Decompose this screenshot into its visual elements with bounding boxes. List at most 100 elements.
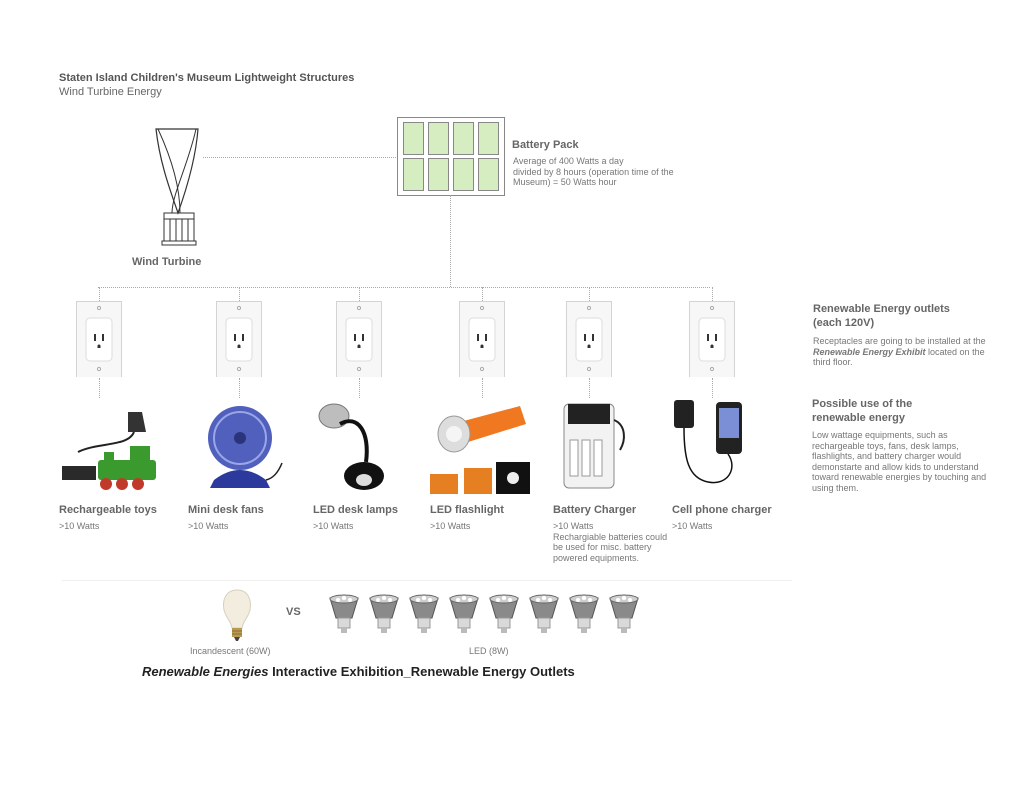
- outlets-info-text: located on the: [925, 346, 985, 357]
- use-info-heading: Possible use of the: [812, 398, 913, 410]
- desk-lamp-icon: [318, 402, 398, 502]
- connector-line: [99, 378, 100, 398]
- led-bulb-icon: [489, 594, 519, 633]
- led-bulb-icon: [449, 594, 479, 633]
- flashlight-icon: [430, 400, 530, 500]
- phone-charger-icon: [668, 398, 758, 498]
- outlets-info-heading: (each 120V): [813, 317, 875, 329]
- wind-turbine-icon: [155, 128, 199, 246]
- outlet-icon: [459, 301, 505, 377]
- battery-charger-icon-graphic: [563, 403, 625, 489]
- battery-desc-line: Average of 400 Watts a day: [513, 156, 624, 166]
- divider: [62, 580, 792, 581]
- battery-desc-line: Museum) = 50 Watts hour: [513, 177, 617, 187]
- phone-charger-icon-graphic: [674, 400, 742, 484]
- exhibition-title-emphasis: Renewable Energies: [142, 664, 269, 679]
- page-title: Staten Island Children's Museum Lightwei…: [59, 72, 355, 84]
- outlets-info-body: Receptacles are going to be installed at…: [813, 336, 993, 368]
- connector-line: [99, 287, 100, 301]
- toy-train-icon-graphic: [62, 412, 156, 490]
- device-note: powered equipments.: [553, 552, 640, 563]
- battery-cell: [403, 122, 424, 155]
- connector-line: [482, 378, 483, 398]
- outlet-icon: [566, 301, 612, 377]
- device-wattage: >10 Watts: [313, 521, 353, 532]
- device-name: LED desk lamps: [313, 504, 398, 516]
- turbine-label: Wind Turbine: [132, 256, 202, 268]
- desk-fan-icon-graphic: [208, 406, 283, 488]
- connector-line: [239, 287, 240, 301]
- flashlight-icon-graphic: [430, 406, 530, 494]
- battery-cell: [453, 122, 474, 155]
- use-info-line: flashlights, and battery charger would: [812, 451, 962, 461]
- device-watts-text: >10 Watts: [672, 521, 713, 531]
- device-watts-text: >10 Watts: [188, 521, 229, 531]
- connector-line: [98, 287, 710, 288]
- use-info-line: rechargeable toys, fans, desk lamps,: [812, 440, 959, 451]
- device-wattage: >10 Watts: [188, 521, 228, 532]
- device-wattage: >10 Watts: [672, 521, 712, 532]
- device-wattage: >10 Watts: [430, 521, 470, 532]
- device-name: Cell phone charger: [672, 504, 772, 516]
- battery-cell: [453, 158, 474, 191]
- battery-cell: [428, 158, 449, 191]
- connector-line: [589, 378, 590, 398]
- use-info-line: demonstarte and allow kids to understand: [812, 461, 979, 472]
- outlet-icon: [336, 301, 382, 377]
- battery-title: Battery Pack: [512, 139, 579, 151]
- connector-line: [239, 378, 240, 398]
- outlets-info: Renewable Energy outlets (each 120V) Rec…: [813, 302, 993, 368]
- incandescent-label: Incandescent (60W): [190, 646, 271, 656]
- device-name: Mini desk fans: [188, 504, 264, 516]
- connector-line: [589, 287, 590, 301]
- outlets-info-heading: Renewable Energy outlets: [813, 303, 950, 315]
- use-info-line: toward renewable energies by touching an…: [812, 472, 987, 482]
- outlet-icon: [689, 301, 735, 377]
- led-bulb-icon: [409, 594, 439, 633]
- battery-description: Average of 400 Watts a day divided by 8 …: [513, 156, 674, 188]
- connector-line: [712, 378, 713, 398]
- device-note: Rechargiable batteries could: [553, 531, 668, 542]
- connector-line: [359, 378, 360, 398]
- device-watts-text: >10 Watts: [59, 521, 100, 531]
- device-watts-text: >10 Watts: [313, 521, 354, 531]
- use-info-heading: renewable energy: [812, 412, 905, 424]
- led-bulb-icon: [569, 594, 599, 633]
- battery-cell: [478, 122, 499, 155]
- desk-fan-icon: [200, 398, 285, 498]
- connector-line: [203, 157, 398, 158]
- device-wattage: >10 Watts: [59, 521, 99, 532]
- device-watts-text: >10 Watts: [430, 521, 471, 531]
- device-name: Rechargeable toys: [59, 504, 157, 516]
- battery-desc-line: divided by 8 hours (operation time of th…: [513, 166, 674, 177]
- connector-line: [712, 287, 713, 301]
- led-label: LED (8W): [469, 646, 509, 656]
- battery-cell: [478, 158, 499, 191]
- outlets-info-emphasis: Renewable Energy Exhibit: [813, 346, 926, 357]
- connector-line: [482, 287, 483, 301]
- battery-charger-icon: [556, 400, 636, 500]
- device-note: be used for misc. battery: [553, 542, 652, 552]
- use-info-line: Low wattage equipments, such as: [812, 430, 948, 440]
- exhibition-title: Renewable Energies Interactive Exhibitio…: [142, 664, 575, 679]
- connector-line: [359, 287, 360, 301]
- exhibition-title-text: Interactive Exhibition_Renewable Energy …: [268, 664, 575, 679]
- outlet-icon: [76, 301, 122, 377]
- battery-pack: [397, 117, 505, 196]
- connector-line: [450, 195, 451, 287]
- toy-train-icon: [58, 402, 163, 497]
- device-name: Battery Charger: [553, 504, 637, 516]
- outlets-info-text: third floor.: [813, 357, 853, 367]
- use-info-line: using them.: [812, 482, 859, 493]
- use-info: Possible use of the renewable energy Low…: [812, 397, 997, 493]
- led-bulb-icon: [529, 594, 559, 633]
- led-bulb-icon: [329, 594, 359, 633]
- incandescent-bulb-icon: [223, 589, 251, 641]
- battery-cell: [403, 158, 424, 191]
- vs-label: VS: [286, 606, 301, 618]
- page-subtitle: Wind Turbine Energy: [59, 86, 162, 98]
- outlet-icon: [216, 301, 262, 377]
- device-watts-text: >10 Watts: [553, 521, 594, 531]
